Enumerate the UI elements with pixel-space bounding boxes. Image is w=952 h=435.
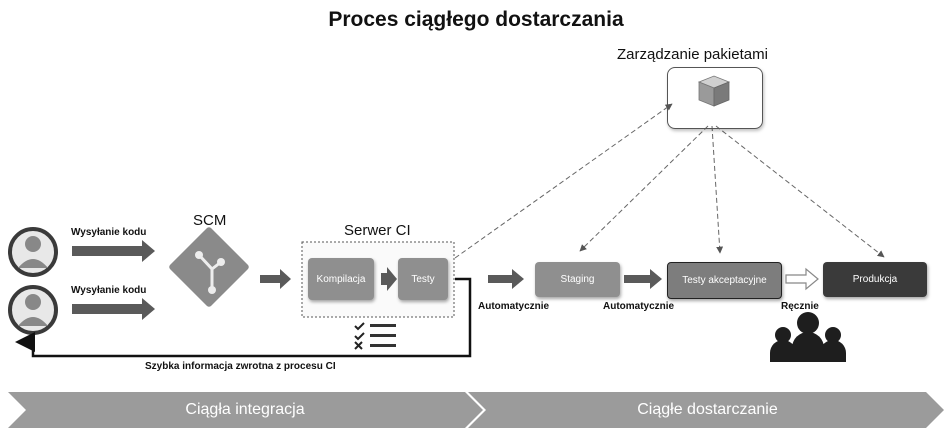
team-people-icon (770, 312, 846, 362)
build-box: Kompilacja (308, 258, 374, 300)
staging-box: Staging (535, 262, 620, 297)
checklist-icon (354, 322, 396, 350)
production-box: Produkcja (823, 262, 927, 297)
package-manager-box (667, 67, 763, 129)
arrow-build-to-test (381, 267, 397, 291)
acceptance-tests-box: Testy akceptacyjne (667, 262, 782, 299)
ci-server-label: Serwer CI (344, 222, 411, 239)
arrow-acceptance-to-production (785, 267, 819, 291)
user-avatar-icon (8, 227, 58, 277)
test-box: Testy (398, 258, 448, 300)
push-code-label-1: Wysyłanie kodu (71, 227, 147, 238)
package-manager-label: Zarządzanie pakietami (617, 46, 768, 63)
push-arrow-2 (72, 298, 155, 320)
arrow-scm-to-ci (260, 269, 291, 289)
page-title: Proces ciągłego dostarczania (328, 8, 624, 31)
git-diamond-icon (169, 227, 249, 307)
user-avatar-icon (8, 285, 58, 335)
stage-delivery: Ciągłe dostarczanie (637, 401, 778, 418)
package-box-icon (697, 75, 731, 107)
dashed-link-package-to-production (715, 125, 885, 258)
dashed-link-package-to-staging (579, 125, 709, 252)
stage-integration: Ciągła integracja (185, 401, 305, 418)
feedback-label: Szybka informacja zwrotna z procesu CI (145, 361, 336, 372)
push-arrow-1 (72, 240, 155, 262)
arrow-staging-to-acceptance (624, 269, 662, 289)
auto-label-2: Automatycznie (603, 301, 675, 312)
stage-bar-delivery-shape (468, 392, 944, 428)
feedback-loop-line (15, 277, 472, 358)
dashed-link-ci-to-package (454, 103, 673, 259)
arrow-ci-to-staging (488, 269, 524, 289)
push-code-label-2: Wysyłanie kodu (71, 285, 147, 296)
scm-label: SCM (193, 212, 227, 229)
manual-label: Ręcznie (781, 301, 819, 312)
dashed-link-package-to-acceptance (711, 125, 724, 254)
stage-bar-integration-shape (8, 392, 483, 428)
auto-label-1: Automatycznie (478, 301, 550, 312)
